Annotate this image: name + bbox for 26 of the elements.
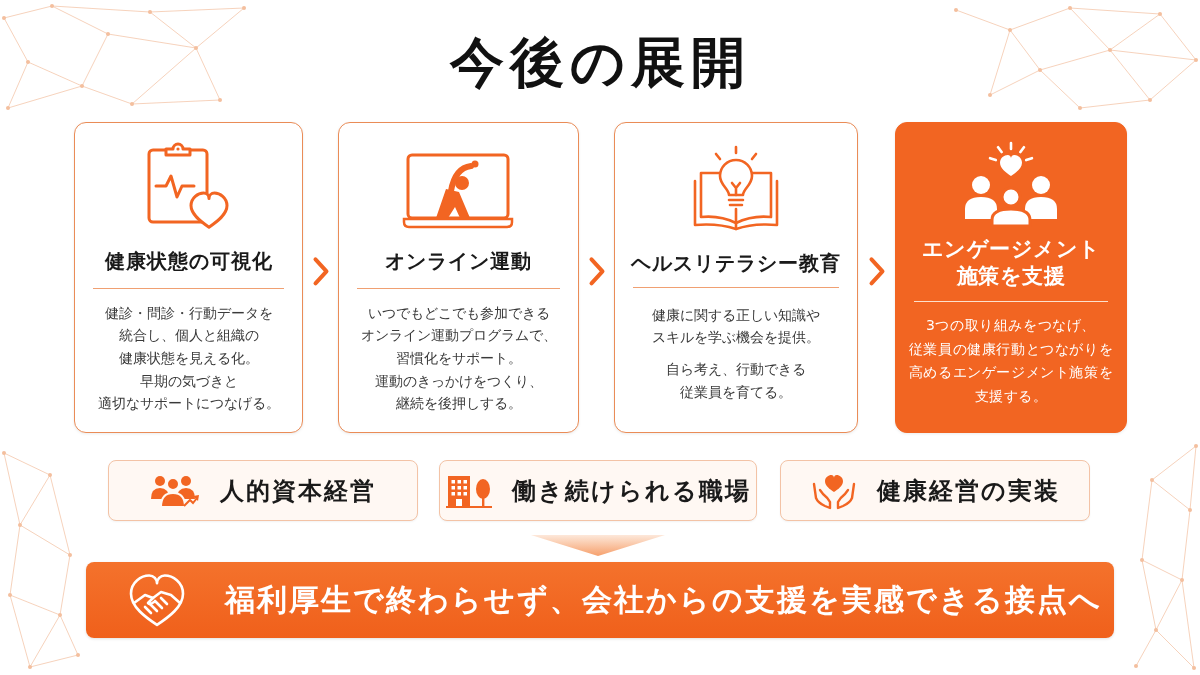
card-text: いつでもどこでも参加できるオンライン運動プログラムで、習慣化をサポート。運動のきっかけをつくり、継続を後押しする。 xyxy=(360,303,557,414)
step-card xyxy=(338,122,579,433)
card-title: 健康状態の可視化 xyxy=(104,248,273,275)
chevron-arrow xyxy=(869,257,885,286)
card-text: 自ら考え、行動できる従業員を育てる。 xyxy=(666,359,806,402)
keyword-label: 人的資本経営 xyxy=(220,475,376,506)
keyword-label: 健康経営の実装 xyxy=(876,475,1060,506)
keyword-box xyxy=(439,460,757,521)
highlight-card xyxy=(895,122,1127,433)
chevron-arrow xyxy=(313,257,329,286)
card-title: エンゲージメント施策を支援 xyxy=(921,235,1101,290)
card-text: 健康に関する正しい知識やスキルを学ぶ機会を提供。 xyxy=(652,305,820,348)
card-text: 3つの取り組みをつなげ、従業員の健康行動とつながりを高めるエンゲージメント施策を支援する。 xyxy=(908,316,1114,407)
keyword-box xyxy=(780,460,1090,521)
keyword-label: 働き続けられる職場 xyxy=(511,475,751,506)
triangle-arrow xyxy=(531,535,665,556)
card-title: ヘルスリテラシー教育 xyxy=(631,250,841,277)
step-card xyxy=(74,122,303,433)
card-text: 健診・問診・行動データを統合し、個人と組織の健康状態を見える化。早期の気づきと適切なサポートにつなげる。 xyxy=(97,303,280,414)
title: 今後の展開 xyxy=(449,31,751,95)
step-card xyxy=(614,122,858,433)
chevron-arrow xyxy=(589,257,605,286)
card-title: オンライン運動 xyxy=(385,248,532,275)
banner xyxy=(86,562,1114,638)
keyword-box xyxy=(108,460,418,521)
banner-text: 福利厚生で終わらせず、会社からの支援を実感できる接点へ xyxy=(225,581,1102,619)
